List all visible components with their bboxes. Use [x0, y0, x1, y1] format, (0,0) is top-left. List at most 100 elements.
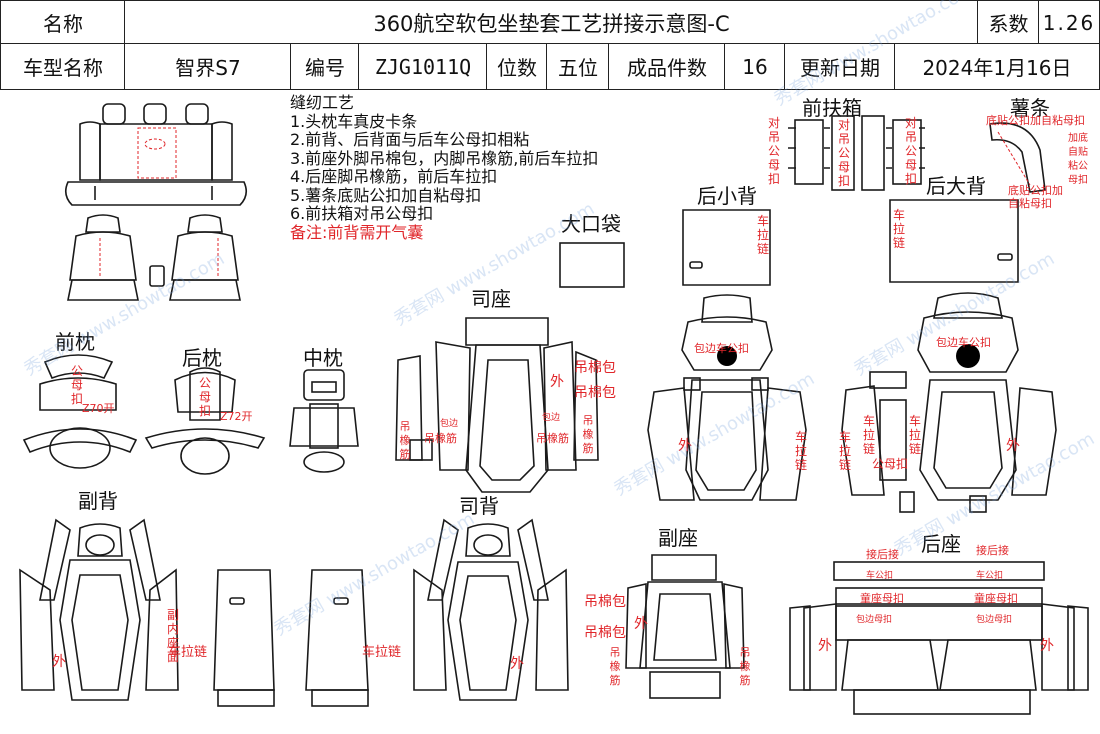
annot-passenger-seat-elastic1: 吊橡筋	[609, 646, 621, 687]
annot-driver-seat-outer: 外	[550, 374, 564, 390]
title-rear-seat: 后座	[921, 532, 961, 556]
annot-armrest-3: 对吊公母扣	[904, 116, 917, 186]
title-rear-big-back: 后大背	[926, 174, 986, 198]
title-front-pillow: 前枕	[55, 330, 95, 354]
driver-seat-pieces	[395, 317, 599, 493]
annot-rear-seat-outer2: 外	[1040, 638, 1054, 654]
annot-driver-seat-elastic1: 吊橡筋	[399, 420, 411, 461]
note-item: 6.前扶箱对吊公母扣	[290, 204, 434, 223]
title-middle-pillow: 中枕	[303, 346, 343, 370]
rear-small-back-pieces	[647, 209, 807, 501]
annot-front-pillow-snap: 公母扣	[70, 364, 83, 406]
date-value: 2024年1月16日	[894, 43, 1100, 90]
annot-rear-seat-outer1: 外	[818, 638, 832, 654]
annot-driver-seat-elastic3: 吊橡筋	[536, 432, 569, 445]
annot-big-back-snap: 公母扣	[872, 457, 909, 471]
driver-back-pieces	[305, 518, 569, 707]
annot-passenger-back-zip: 车拉链	[168, 645, 208, 660]
annot-big-back-zip: 车拉链	[892, 208, 905, 250]
annot-driver-seat-cotton2: 吊棉包	[574, 385, 616, 401]
annot-passenger-seat-outer: 外	[634, 616, 648, 632]
title-driver-back: 司背	[459, 494, 499, 518]
annot-passenger-seat-cotton1: 吊棉包	[584, 594, 626, 610]
front-pillow-pieces	[22, 354, 138, 469]
annot-front-pillow-open: Z70开	[82, 402, 115, 415]
annot-passenger-seat-cotton2: 吊棉包	[584, 625, 626, 641]
annot-armrest-1: 对吊公母扣	[767, 116, 780, 186]
annot-driver-seat-edge2: 包边	[542, 413, 561, 423]
annot-rear-pillow-snap: 公母扣	[198, 376, 211, 418]
annot-small-back-edge: 包边车公扣	[694, 342, 749, 355]
annot-passenger-back-inner: 副内座面	[166, 608, 179, 664]
rear-pillow-pieces	[144, 367, 266, 475]
chip-strip-piece	[989, 122, 1046, 193]
seats-label: 位数	[486, 43, 548, 90]
passenger-back-pieces	[19, 518, 275, 707]
notes-remark: 备注:前背需开气囊	[290, 222, 424, 242]
annot-rear-seat-snap2: 车公扣	[976, 571, 1004, 581]
annot-small-back-outer: 外	[678, 438, 692, 454]
annot-chip-bottom: 底贴公扣加自粘母扣	[986, 114, 1085, 127]
annot-armrest-2: 对吊公母扣	[837, 118, 850, 188]
annot-small-back-zip: 车拉链	[756, 214, 769, 256]
notes-heading: 缝纫工艺	[290, 93, 355, 112]
model-value: 智界S7	[124, 43, 292, 90]
annot-rear-seat-join2: 接后接	[976, 544, 1009, 557]
annot-rear-seat-kid1: 童座母扣	[860, 592, 904, 605]
middle-pillow-pieces	[289, 369, 359, 473]
annot-big-back-edge: 包边车公扣	[936, 336, 991, 349]
note-item: 3.前座外脚吊棉包，内脚吊橡筋,前后车拉扣	[290, 148, 599, 168]
annot-rear-seat-kid2: 童座母扣	[974, 592, 1018, 605]
rear-big-back-pieces	[841, 199, 1057, 513]
code-label: 编号	[290, 43, 360, 90]
annot-big-back-zip2: 车拉链	[862, 414, 875, 456]
annot-big-back-zip3: 车拉链	[838, 430, 851, 472]
big-pocket-piece	[559, 242, 625, 288]
annot-chip-lower: 底贴公扣加自粘母扣	[1008, 184, 1063, 210]
seats-value: 五位	[546, 43, 610, 90]
annot-rear-pillow-open: Z72开	[220, 410, 253, 423]
annot-driver-seat-edge1: 包边	[440, 419, 459, 429]
annot-driver-seat-elastic2: 吊橡筋	[424, 432, 457, 445]
note-item: 5.薯条底贴公扣加自粘母扣	[290, 185, 482, 205]
overview-front-seats	[67, 214, 241, 301]
coef-value: 1.26	[1038, 0, 1100, 45]
annot-small-back-zip2: 车拉链	[794, 430, 807, 472]
sewing-notes: 缝纫工艺 1.头枕车真皮卡条 2.前背、后背面与后车公母扣相粘 3.前座外脚吊棉…	[290, 93, 599, 242]
annot-rear-seat-edge2: 包边母扣	[976, 615, 1013, 625]
annot-rear-seat-edge1: 包边母扣	[856, 615, 893, 625]
passenger-seat-pieces	[625, 554, 745, 699]
title-passenger-seat: 副座	[658, 526, 698, 550]
title-rear-small-back: 后小背	[697, 184, 757, 208]
annot-passenger-back-outer: 外	[52, 654, 66, 670]
annot-rear-seat-join1: 接后接	[866, 548, 899, 561]
annot-rear-seat-snap1: 车公扣	[866, 571, 894, 581]
annot-driver-seat-cotton1: 吊棉包	[574, 360, 616, 376]
rear-seat-pieces	[789, 561, 1089, 715]
annot-driver-back-outer: 外	[510, 656, 524, 672]
model-label: 车型名称	[0, 43, 126, 90]
annot-big-back-zip4: 车拉链	[908, 414, 921, 456]
annot-driver-seat-elastic4: 吊橡筋	[582, 414, 594, 455]
overview-rear-bench	[64, 103, 248, 206]
title-rear-pillow: 后枕	[182, 346, 222, 370]
annot-chip-side: 加底自贴粘公母扣	[1068, 133, 1088, 186]
title-big-pocket: 大口袋	[561, 212, 621, 236]
header-table: 名称 360航空软包坐垫套工艺拼接示意图-C 系数 1.26 车型名称 智界S7…	[0, 0, 1100, 90]
note-item: 4.后座脚吊橡筋，前后车拉扣	[290, 167, 498, 186]
annot-big-back-outer: 外	[1006, 438, 1020, 454]
name-label: 名称	[0, 0, 126, 45]
note-item: 1.头枕车真皮卡条	[290, 111, 418, 131]
coef-label: 系数	[977, 0, 1040, 45]
title-chip-strip: 薯条	[1010, 96, 1050, 120]
code-value: ZJG1011Q	[358, 43, 488, 90]
note-item: 2.前背、后背面与后车公母扣相粘	[290, 130, 530, 149]
annot-passenger-seat-elastic2: 吊橡筋	[739, 646, 751, 687]
front-armrest-pieces	[788, 115, 925, 191]
annot-driver-back-zip: 车拉链	[362, 645, 402, 660]
title-driver-seat: 司座	[471, 287, 511, 311]
date-label: 更新日期	[784, 43, 896, 90]
title-passenger-back: 副背	[78, 489, 118, 513]
